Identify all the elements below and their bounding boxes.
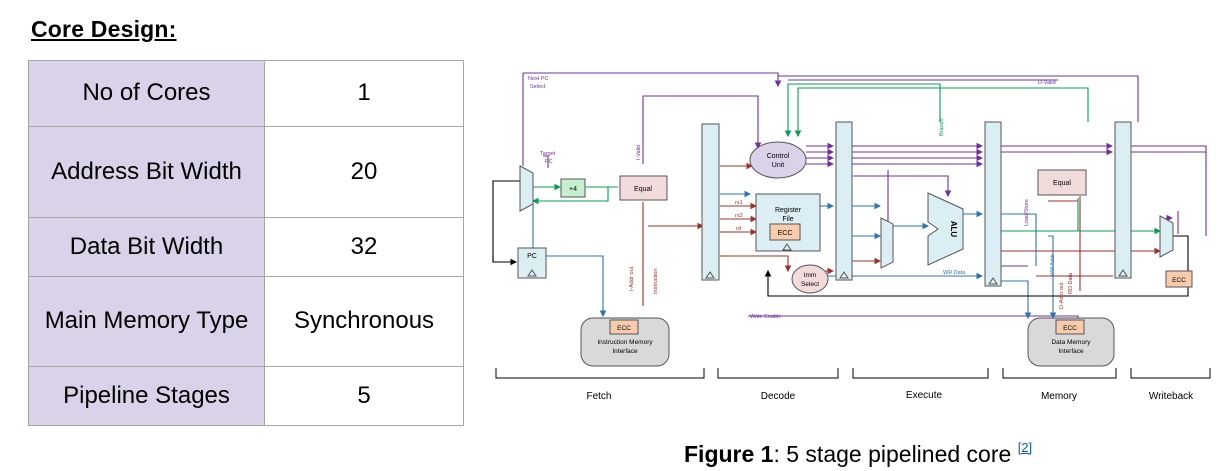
load-store-label: Load/Store [1024,199,1030,226]
stage-label-execute: Execute [906,390,943,401]
wr-data-label: WR Data [943,270,966,276]
imem-ecc [609,319,639,335]
stage-label-writeback: Writeback [1149,391,1194,402]
branch-label: Branch [939,119,945,136]
register-file-label-1: Register [775,207,802,214]
register-file [755,193,821,252]
equal-memory-block [1037,169,1087,196]
data-wires [642,162,1162,306]
spec-key: Main Memory Type [28,276,265,367]
alu-mux-a [880,217,894,269]
target-pc-label-2: PC [545,159,553,165]
figure-caption: Figure 1: 5 stage pipelined core [2] [684,440,1032,468]
clock-icon [527,269,537,277]
instruction-memory-interface [580,317,670,367]
table-row: Address Bit Width 20 [28,126,464,218]
imem-label-line2: Interface [612,348,638,355]
spec-key: No of Cores [28,60,265,127]
figure-label: Figure 1 [684,441,774,467]
next-pc-label-2: Select [530,84,546,90]
table-row: Data Bit Width 32 [28,217,464,277]
stage-brackets [495,368,1211,379]
pipeline-registers [701,121,1132,287]
instruction-label: Instruction [653,269,659,294]
spec-key: Data Bit Width [28,217,265,277]
control-unit-label-2: Unit [772,162,785,169]
core-spec-table: No of Cores 1 Address Bit Width 20 Data … [28,60,464,426]
d-valid-label: D-Valid [1038,80,1056,86]
spec-value: 5 [264,366,464,426]
spec-key: Address Bit Width [28,126,265,218]
rd-label: rd [736,226,741,232]
regfile-ecc [769,223,801,241]
dmem-label-line2: Interface [1058,348,1084,355]
plus4-label: +4 [569,186,577,193]
i-addr-out-label: I-Addr out [629,266,635,291]
dmem-ecc-label: ECC [1063,325,1077,332]
pc-register [517,247,547,279]
writeback-mux [1159,215,1174,258]
table-row: Main Memory Type Synchronous [28,276,464,367]
equal-memory-label: Equal [1053,180,1071,187]
reference-link[interactable]: [2] [1017,440,1033,455]
d-addr-out-label: D-Addr out [1059,282,1065,309]
section-heading: Core Design: [31,16,177,42]
clock-icon [782,243,792,251]
stage-label-fetch: Fetch [586,391,611,402]
spec-value: Synchronous [264,276,464,367]
spec-value: 1 [264,60,464,127]
pc-mux [519,165,534,212]
writeback-ecc [1165,270,1193,288]
imm-select-label-1: Imm [804,272,817,279]
mux-wires [492,180,1189,297]
target-pc-label-1: Target [540,151,556,157]
spec-value: 20 [264,126,464,218]
figure-caption-text: : 5 stage pipelined core [773,441,1018,467]
rs1-label: rs1 [735,200,743,206]
table-row: No of Cores 1 [28,60,464,127]
dmem-label-line1: Data Memory [1051,339,1091,346]
next-pc-label-1: Next PC [528,76,549,82]
regfile-ecc-label: ECC [778,230,793,237]
spec-value: 32 [264,217,464,277]
imem-label-line1: Instruction Memory [597,339,653,346]
signal-labels: Next PC Select Target PC D-Valid I-Valid… [528,76,1056,320]
alu-label: ALU [949,221,958,238]
writeback-ecc-label: ECC [1172,277,1186,284]
equal-fetch-label: Equal [634,186,652,193]
imm-select [791,264,829,294]
dmem-ecc [1055,319,1085,335]
control-unit [749,141,807,179]
pc-label: PC [527,253,537,260]
stage-label-memory: Memory [1041,391,1077,402]
table-row: Pipeline Stages 5 [28,366,464,426]
spec-key: Pipeline Stages [28,366,265,426]
i-valid-label: I-Valid [636,145,642,160]
rs2-label: rs2 [735,213,743,219]
stage-label-decode: Decode [761,391,796,402]
control-unit-label-1: Control [767,153,790,160]
address-wires [532,190,1057,320]
plus4-adder [560,178,586,198]
data-memory-interface [1027,317,1115,367]
imem-ecc-label: ECC [617,325,631,332]
pipeline-diagram: PC +4 Equal ECC Instruction Memory Inter… [492,72,1211,402]
rd-data-label: RD Data [1068,272,1074,294]
register-file-label-2: File [782,216,793,223]
equal-fetch-block [619,175,668,201]
write-enable-label: Write Enable [750,314,781,320]
imm-select-label-2: Select [801,281,819,288]
alu [927,192,964,266]
wr-addr-label: WR Addr [1050,254,1056,276]
